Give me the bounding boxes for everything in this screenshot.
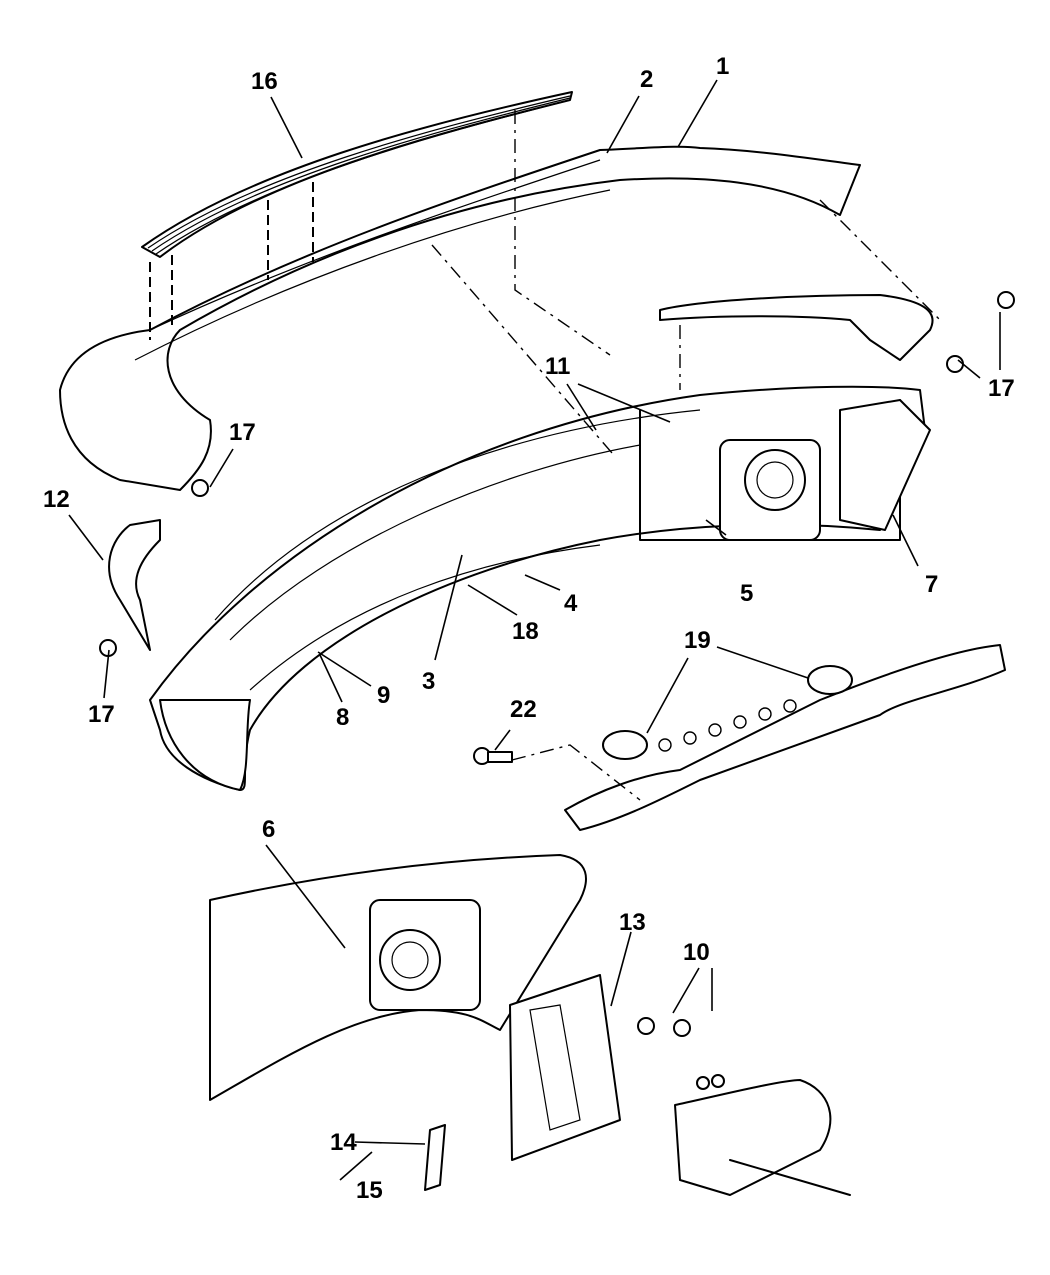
callout-11: 11 — [545, 353, 571, 380]
assembly-dash-lines — [149, 110, 941, 454]
front-bumper-face-bar — [149, 385, 931, 791]
callout-8: 8 — [336, 704, 350, 731]
right-end-bracket — [659, 294, 934, 361]
callout-17-right: 17 — [988, 375, 1015, 402]
bumper-mount-crossmember — [564, 644, 1006, 831]
callout-19: 19 — [684, 627, 711, 654]
nuts-10 — [637, 1017, 691, 1037]
callout-16: 16 — [251, 68, 278, 95]
callout-3: 3 — [422, 668, 436, 695]
callout-6: 6 — [262, 816, 276, 843]
callout-18: 18 — [512, 618, 539, 645]
callout-17-left: 17 — [88, 701, 115, 728]
callout-15: 15 — [356, 1177, 383, 1204]
leader-lines — [68, 79, 1001, 1181]
detail-view-fog-lamp-bracket — [209, 854, 851, 1196]
callout-14: 14 — [330, 1129, 357, 1156]
callout-17-mid: 17 — [229, 419, 256, 446]
bolt-22 — [473, 744, 641, 801]
callout-7: 7 — [925, 571, 939, 598]
callout-10: 10 — [683, 939, 710, 966]
upper-bumper-pad — [59, 145, 861, 491]
callout-12: 12 — [43, 486, 70, 513]
callout-4: 4 — [564, 590, 578, 617]
callout-13: 13 — [619, 909, 646, 936]
callout-2: 2 — [640, 66, 654, 93]
upper-trim-strip — [141, 91, 573, 258]
callout-9: 9 — [377, 682, 391, 709]
callout-22: 22 — [510, 696, 537, 723]
callout-5: 5 — [740, 580, 754, 607]
callout-1: 1 — [716, 53, 730, 80]
left-end-cap — [108, 519, 251, 791]
